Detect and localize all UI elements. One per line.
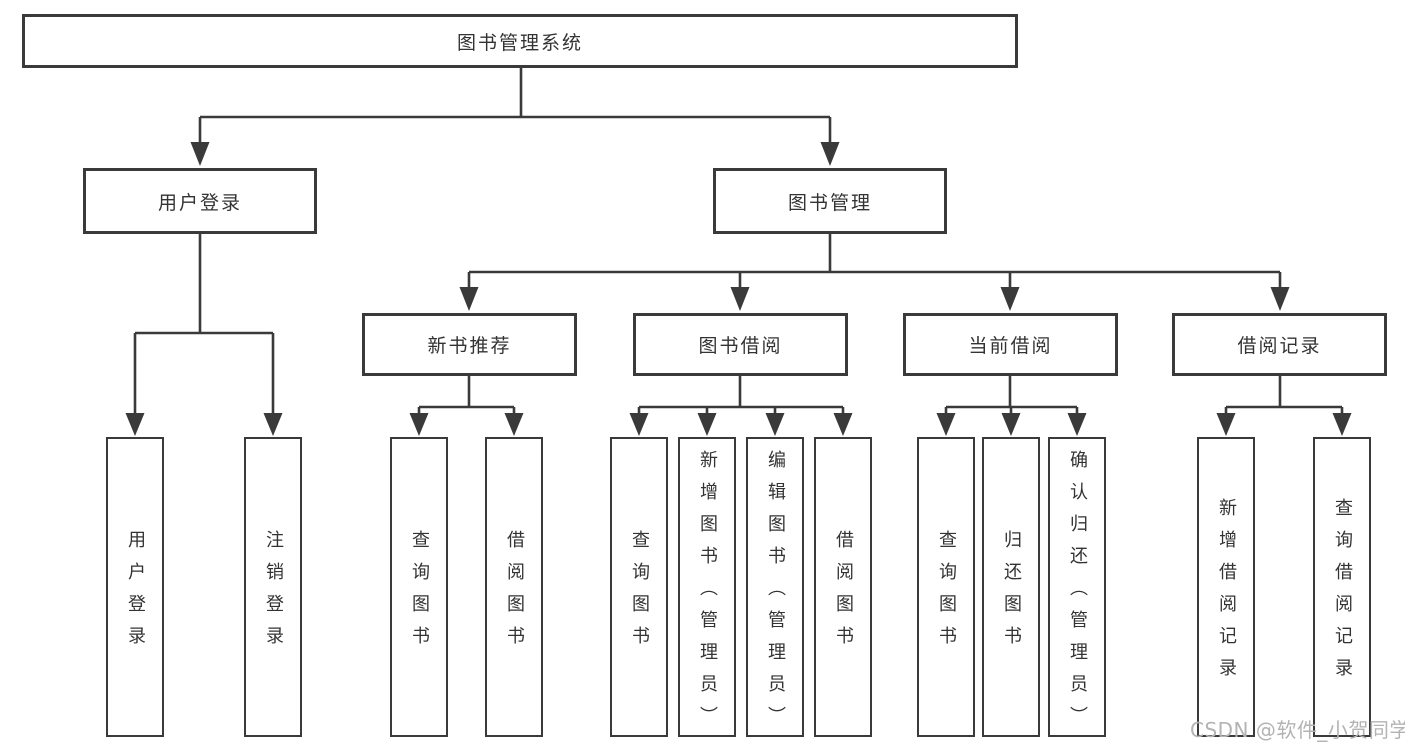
leaf-label: 查询图书 [629,530,650,658]
leaf-current-query-book: 查询图书 [917,437,975,737]
arrow-down-icon [1216,413,1236,436]
csdn-watermark: CSDN @软件_小贺同学 [1190,718,1405,742]
node-label: 借阅记录 [1237,335,1322,357]
leaf-record-query-record: 查询借阅记录 [1313,437,1371,737]
node-label: 用户登录 [157,191,242,214]
node-new-book-recommend: 新书推荐 [362,313,577,376]
arrow-down-icon [190,142,210,166]
arrow-down-icon [936,413,956,436]
leaf-label: 注销登录 [263,530,284,658]
leaf-label: 编辑图书（管理员） [765,450,786,738]
leaf-recommend-borrow-book: 借阅图书 [485,437,543,737]
arrow-down-icon [1067,413,1087,436]
arrow-down-icon [765,413,785,436]
arrow-down-icon [125,413,145,436]
node-label: 当前借阅 [968,335,1053,357]
arrow-down-icon [459,287,479,311]
connector-paths [133,68,1344,415]
leaf-label: 用户登录 [125,530,146,658]
arrow-down-icon [1000,287,1020,311]
arrow-down-icon [697,413,717,436]
leaf-label: 查询图书 [409,530,430,658]
arrow-down-icon [730,287,750,311]
leaf-borrow-query-book: 查询图书 [610,437,668,737]
node-book-management: 图书管理 [713,168,947,234]
leaf-current-return-book: 归还图书 [982,437,1040,737]
leaf-label: 查询图书 [936,530,957,658]
leaf-label: 新增图书（管理员） [697,450,718,738]
leaf-borrow-add-book-admin: 新增图书（管理员） [678,437,736,738]
node-label: 新书推荐 [427,335,512,357]
node-borrow-record: 借阅记录 [1172,313,1387,376]
arrow-down-icon [409,413,429,436]
node-label: 图书管理 [787,191,872,214]
leaf-record-add-record: 新增借阅记录 [1197,437,1255,737]
leaf-current-confirm-return-admin: 确认归还（管理员） [1048,437,1106,738]
leaf-label: 确认归还（管理员） [1067,450,1088,738]
leaf-label: 新增借阅记录 [1216,498,1237,690]
leaf-recommend-query-book: 查询图书 [390,437,448,737]
node-library-system: 图书管理系统 [22,14,1018,68]
leaf-borrow-borrow-book: 借阅图书 [814,437,872,737]
node-label: 图书管理系统 [456,31,583,54]
node-book-borrow: 图书借阅 [633,313,848,376]
arrow-down-icon [833,413,853,436]
leaf-label: 借阅图书 [504,530,525,658]
node-user-login: 用户登录 [83,168,317,234]
node-label: 图书借阅 [698,335,783,357]
leaf-borrow-edit-book-admin: 编辑图书（管理员） [746,437,804,738]
leaf-label: 查询借阅记录 [1332,498,1353,690]
leaf-user-login: 用户登录 [106,437,164,737]
leaf-label: 借阅图书 [833,530,854,658]
arrow-down-icon [263,413,283,436]
arrowhead-icons [125,142,1352,436]
arrow-down-icon [504,413,524,436]
arrow-down-icon [1332,413,1352,436]
arrow-down-icon [1270,287,1290,311]
node-current-borrow: 当前借阅 [903,313,1118,376]
leaf-label: 归还图书 [1001,530,1022,658]
leaf-logout: 注销登录 [244,437,302,737]
arrow-down-icon [1001,413,1021,436]
arrow-down-icon [629,413,649,436]
arrow-down-icon [820,142,840,166]
